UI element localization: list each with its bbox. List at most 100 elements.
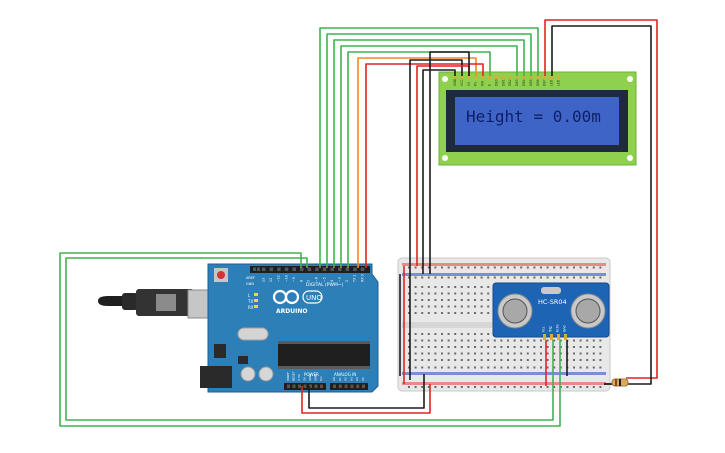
breadboard-hole[interactable] (434, 352, 437, 355)
breadboard-hole[interactable] (507, 359, 509, 361)
breadboard-hole[interactable] (421, 292, 424, 295)
rail-hole[interactable] (447, 386, 450, 388)
breadboard-hole[interactable] (553, 352, 556, 355)
rail-hole[interactable] (546, 276, 549, 279)
digital-pin[interactable] (292, 267, 296, 272)
resistor[interactable] (611, 378, 629, 387)
breadboard-hole[interactable] (454, 352, 457, 355)
breadboard-hole[interactable] (454, 339, 457, 342)
breadboard-hole[interactable] (474, 305, 476, 308)
digital-pin[interactable] (330, 267, 334, 272)
rail-hole[interactable] (573, 266, 575, 269)
lcd-pin[interactable] (557, 76, 560, 79)
breadboard-hole[interactable] (447, 286, 450, 288)
rail-hole[interactable] (421, 386, 424, 388)
breadboard-hole[interactable] (441, 339, 443, 342)
rail-hole[interactable] (553, 266, 556, 269)
breadboard-hole[interactable] (599, 352, 602, 355)
breadboard-hole[interactable] (592, 352, 595, 355)
breadboard-hole[interactable] (533, 352, 536, 355)
rail-hole[interactable] (434, 386, 437, 388)
wire-lcd-db6[interactable] (326, 33, 532, 268)
power-pin[interactable] (320, 384, 323, 389)
breadboard-hole[interactable] (526, 346, 529, 348)
breadboard-hole[interactable] (579, 339, 582, 342)
breadboard-hole[interactable] (467, 333, 470, 335)
breadboard-hole[interactable] (553, 346, 556, 348)
breadboard-hole[interactable] (507, 352, 509, 355)
breadboard-hole[interactable] (460, 312, 463, 314)
breadboard-hole[interactable] (421, 339, 424, 342)
breadboard-hole[interactable] (513, 352, 516, 355)
breadboard-hole[interactable] (480, 333, 483, 335)
breadboard-hole[interactable] (427, 292, 430, 295)
breadboard-hole[interactable] (421, 359, 424, 361)
breadboard-hole[interactable] (467, 286, 470, 288)
breadboard-hole[interactable] (592, 359, 595, 361)
wire-led-cathode[interactable] (551, 25, 652, 385)
breadboard-hole[interactable] (586, 346, 589, 348)
rail-hole[interactable] (467, 366, 470, 369)
rail-hole[interactable] (460, 366, 463, 369)
breadboard-hole[interactable] (520, 346, 523, 348)
breadboard-hole[interactable] (487, 312, 490, 314)
breadboard-hole[interactable] (487, 299, 490, 301)
breadboard-hole[interactable] (454, 312, 457, 314)
breadboard-hole[interactable] (467, 312, 470, 314)
breadboard-hole[interactable] (474, 346, 476, 348)
breadboard-hole[interactable] (454, 299, 457, 301)
rail-hole[interactable] (434, 366, 437, 369)
breadboard-hole[interactable] (434, 286, 437, 288)
breadboard-hole[interactable] (500, 352, 503, 355)
rail-hole[interactable] (573, 386, 575, 388)
breadboard-hole[interactable] (487, 359, 490, 361)
breadboard-hole[interactable] (434, 339, 437, 342)
breadboard-hole[interactable] (441, 312, 443, 314)
breadboard-hole[interactable] (414, 286, 417, 288)
breadboard-hole[interactable] (454, 292, 457, 295)
breadboard-hole[interactable] (487, 286, 490, 288)
breadboard-hole[interactable] (414, 333, 417, 335)
breadboard-hole[interactable] (586, 359, 589, 361)
power-pin[interactable] (303, 384, 307, 389)
wire-lcd-gnd[interactable] (409, 59, 463, 380)
breadboard-hole[interactable] (460, 286, 463, 288)
breadboard-hole[interactable] (460, 346, 463, 348)
breadboard-hole[interactable] (408, 299, 410, 301)
digital-pin[interactable] (269, 267, 274, 272)
breadboard-hole[interactable] (526, 359, 529, 361)
breadboard-hole[interactable] (546, 359, 549, 361)
breadboard-hole[interactable] (427, 352, 430, 355)
breadboard-hole[interactable] (447, 333, 450, 335)
breadboard-hole[interactable] (447, 292, 450, 295)
breadboard-hole[interactable] (474, 299, 476, 301)
digital-pin[interactable] (345, 267, 350, 272)
breadboard-hole[interactable] (460, 299, 463, 301)
lcd-pin[interactable] (494, 76, 498, 79)
breadboard-hole[interactable] (414, 346, 417, 348)
breadboard-hole[interactable] (579, 352, 582, 355)
rail-hole[interactable] (540, 386, 542, 388)
rail-hole[interactable] (414, 366, 417, 369)
rail-hole[interactable] (546, 386, 549, 388)
aref-gnd-pin[interactable] (257, 267, 260, 272)
rail-hole[interactable] (566, 276, 569, 279)
rail-hole[interactable] (474, 266, 476, 269)
rail-hole[interactable] (500, 266, 503, 269)
rail-hole[interactable] (507, 366, 509, 369)
breadboard-hole[interactable] (467, 305, 470, 308)
breadboard-hole[interactable] (480, 312, 483, 314)
breadboard-hole[interactable] (513, 339, 516, 342)
rail-hole[interactable] (513, 276, 516, 279)
lcd-pin[interactable] (543, 76, 547, 79)
breadboard-hole[interactable] (533, 339, 536, 342)
sensor-pin[interactable] (557, 334, 560, 340)
breadboard-hole[interactable] (408, 333, 410, 335)
rail-hole[interactable] (441, 276, 443, 279)
breadboard-hole[interactable] (408, 286, 410, 288)
lcd-pin[interactable] (529, 76, 533, 79)
digital-pin[interactable] (338, 267, 342, 272)
lcd-pin[interactable] (453, 76, 457, 79)
rail-hole[interactable] (427, 266, 430, 269)
